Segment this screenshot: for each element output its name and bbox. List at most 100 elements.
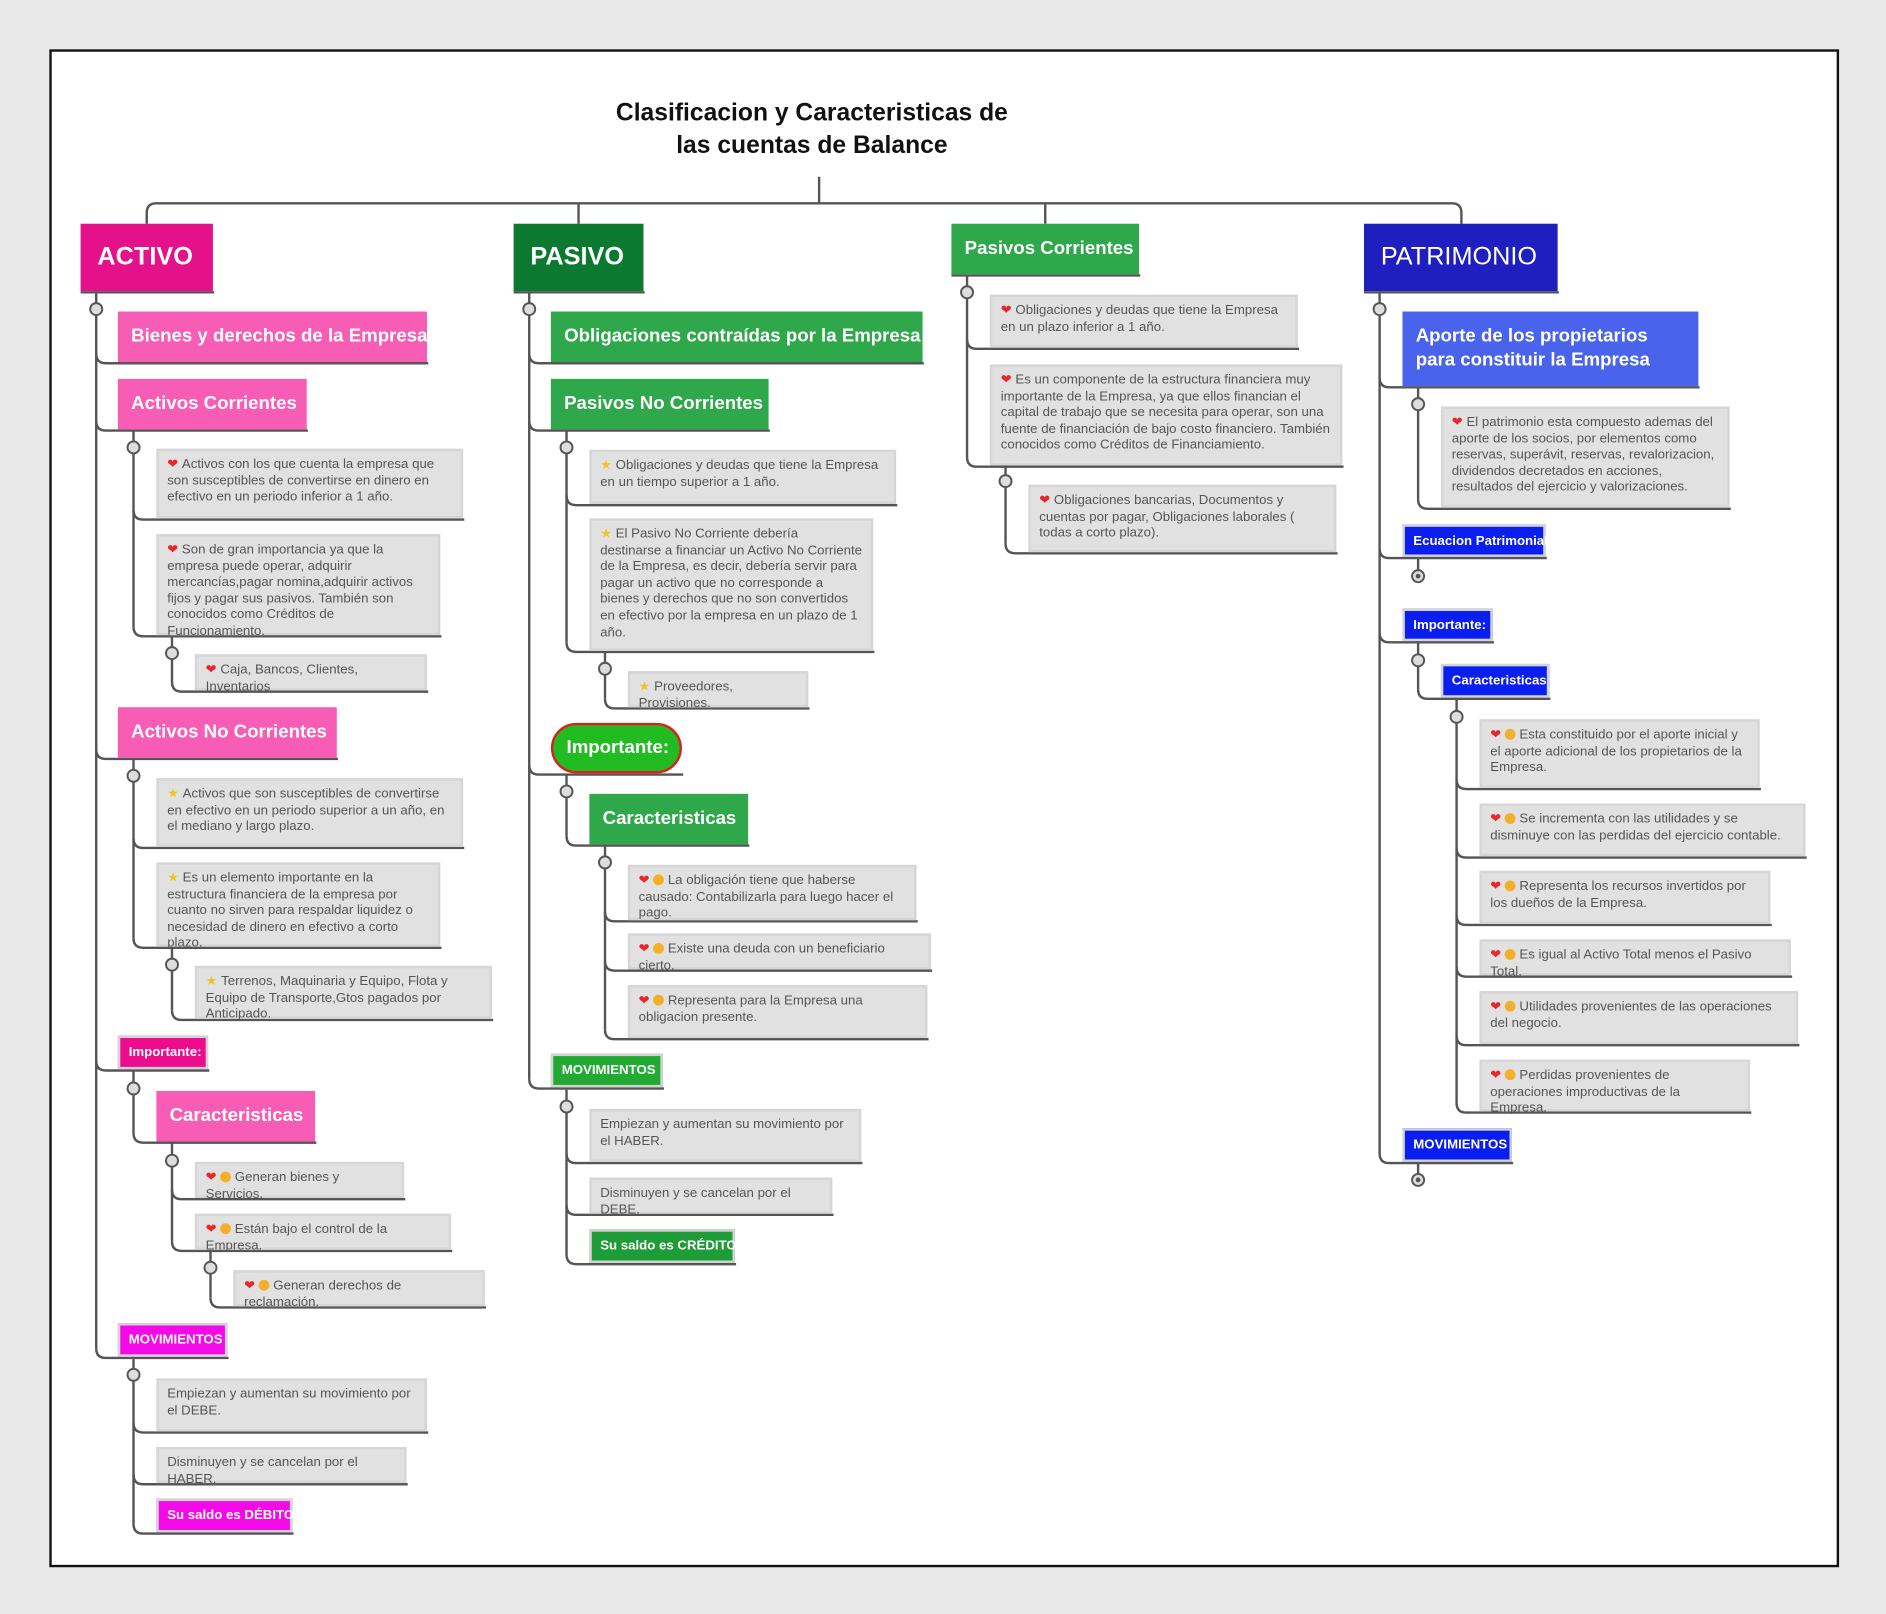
branch-toggle[interactable] (559, 784, 574, 799)
note[interactable]: ❤Representa para la Empresa una obligaci… (627, 985, 928, 1039)
branch-underline (170, 1010, 494, 1022)
topic-caracteristicas[interactable]: Caracteristicas (589, 793, 749, 845)
star-icon: ★ (205, 974, 218, 989)
note[interactable]: ❤Están bajo el control de la Empresa. (194, 1213, 452, 1253)
branch-toggle[interactable] (559, 1099, 574, 1114)
relieved-face-icon (1504, 1069, 1516, 1081)
note[interactable]: ❤Existe una deuda con un beneficiario ci… (627, 933, 931, 973)
note-text: Proveedores, Provisiones. (638, 679, 733, 711)
note[interactable]: Disminuyen y se cancelan por el DEBE. (589, 1177, 833, 1217)
branch-underline (132, 1523, 294, 1535)
topic-importante[interactable]: Importante: (117, 1035, 209, 1070)
relieved-face-icon (653, 994, 665, 1006)
topic-importante[interactable]: Importante: (1402, 608, 1493, 642)
note[interactable]: ❤El patrimonio esta compuesto ademas del… (1440, 406, 1730, 508)
topic-patrimonio[interactable]: PATRIMONIO (1363, 223, 1558, 292)
note-text: Empiezan y aumentan su movimiento por el… (167, 1386, 411, 1418)
note[interactable]: ❤Obligaciones y deudas que tiene la Empr… (989, 294, 1298, 348)
branch-toggle[interactable] (522, 302, 537, 317)
topic-activo[interactable]: ACTIVO (80, 223, 213, 292)
note[interactable]: ❤Es igual al Activo Total menos el Pasiv… (1479, 939, 1791, 979)
branch-toggle[interactable] (598, 661, 612, 676)
topic-bienes-derechos[interactable]: Bienes y derechos de la Empresa (117, 311, 427, 363)
topic-movimientos[interactable]: MOVIMIENTOS (550, 1053, 663, 1088)
topic-caracteristicas[interactable]: Caracteristicas (156, 1090, 316, 1142)
topic-activos-no-corrientes[interactable]: Activos No Corrientes (117, 707, 337, 758)
branch-toggle[interactable] (1372, 302, 1387, 317)
note[interactable]: ❤Caja, Bancos, Clientes, Inventarios (194, 654, 427, 694)
topic-obligaciones[interactable]: Obligaciones contraídas por la Empresa (550, 311, 923, 363)
branch-toggle[interactable] (1411, 397, 1426, 412)
branch-toggle[interactable] (126, 440, 141, 455)
note-text: Generan bienes y Servicios. (205, 1170, 340, 1202)
heart-icon: ❤ (1451, 414, 1463, 430)
relieved-face-icon (1504, 1000, 1516, 1012)
note[interactable]: ❤Generan bienes y Servicios. (194, 1161, 405, 1202)
branch-toggle[interactable] (126, 768, 141, 783)
note-text: Obligaciones y deudas que tiene la Empre… (1000, 303, 1279, 334)
note[interactable]: ★El Pasivo No Corriente debería destinar… (589, 518, 874, 651)
map-title[interactable]: Clasificacion y Caracteristicas de las c… (571, 96, 1052, 161)
note[interactable]: ❤Se incrementa con las utilidades y se d… (1479, 803, 1806, 857)
note[interactable]: ❤La obligación tiene que haberse causado… (627, 864, 917, 920)
branch-underline (209, 1297, 486, 1309)
note[interactable]: ★Terrenos, Maquinaria y Equipo, Flota y … (194, 965, 492, 1021)
branch-toggle[interactable] (165, 957, 179, 972)
topic-movimientos[interactable]: MOVIMIENTOS (117, 1323, 228, 1357)
topic-saldo-debito[interactable]: Su saldo es DÉBITO. (156, 1498, 298, 1533)
branch-toggle[interactable] (126, 1081, 141, 1096)
branch-toggle[interactable] (126, 1367, 141, 1382)
note[interactable]: ★Obligaciones y deudas que tiene la Empr… (589, 449, 897, 504)
branch-toggle[interactable] (165, 1153, 179, 1168)
branch-toggle[interactable] (89, 302, 104, 317)
branch-underline (1004, 543, 1338, 555)
branch-underline (965, 457, 1344, 468)
branch-underline (132, 626, 442, 638)
heart-icon: ❤ (1000, 303, 1012, 318)
note[interactable]: ❤Esta constituido por el aporte inicial … (1479, 719, 1760, 788)
branch-toggle[interactable] (998, 474, 1013, 489)
note[interactable]: ❤Perdidas provenientes de operaciones im… (1479, 1059, 1751, 1115)
note[interactable]: Empiezan y aumentan su movimiento por el… (156, 1378, 427, 1432)
topic-pasivos-corrientes[interactable]: Pasivos Corrientes (951, 223, 1140, 275)
topic-caracteristicas[interactable]: Caracteristicas (1440, 663, 1550, 698)
note-text: Obligaciones bancarias, Documentos y cue… (1039, 493, 1295, 541)
note[interactable]: ❤Representa los recursos invertidos por … (1479, 870, 1771, 924)
note-text: Están bajo el control de la Empresa. (205, 1222, 388, 1253)
note[interactable]: ❤Son de gran importancia ya que la empre… (156, 534, 441, 639)
branch-toggle[interactable] (960, 285, 975, 300)
note[interactable]: Empiezan y aumentan su movimiento por el… (589, 1108, 862, 1162)
note[interactable]: ❤Utilidades provenientes de las operacio… (1479, 991, 1799, 1045)
topic-ecuacion-patrimonial[interactable]: Ecuacion Patrimonial (1402, 524, 1548, 557)
note[interactable]: ❤Activos con los que cuenta la empresa q… (156, 448, 464, 519)
note[interactable]: ★Es un elemento importante en la estruct… (156, 862, 441, 951)
note[interactable]: ❤Generan derechos de reclamación. (233, 1270, 485, 1309)
note-text: Esta constituido por el aporte inicial y… (1490, 727, 1742, 775)
branch-toggle[interactable] (165, 646, 179, 661)
branch-underline (1416, 689, 1551, 701)
branch-toggle[interactable] (203, 1260, 218, 1275)
branch-underline (95, 1348, 229, 1360)
note[interactable]: ❤Es un componente de la estructura finan… (989, 364, 1343, 466)
topic-pasivos-no-corrientes[interactable]: Pasivos No Corrientes (550, 378, 769, 430)
note[interactable]: ★Activos que son susceptibles de convert… (156, 778, 464, 847)
note[interactable]: ❤Obligaciones bancarias, Documentos y cu… (1028, 484, 1337, 553)
topic-saldo-credito[interactable]: Su saldo es CRÉDITO. (589, 1229, 740, 1263)
branch-underline (603, 698, 810, 710)
relieved-face-icon (1504, 813, 1516, 824)
branch-toggle[interactable] (559, 440, 574, 455)
note[interactable]: Disminuyen y se cancelan por el HABER. (156, 1446, 407, 1486)
topic-aporte-propietarios[interactable]: Aporte de los propietarios para constitu… (1402, 311, 1699, 387)
topic-movimientos[interactable]: MOVIMIENTOS (1402, 1128, 1512, 1162)
note[interactable]: ★Proveedores, Provisiones. (627, 671, 809, 710)
heart-icon: ❤ (1490, 727, 1502, 743)
heart-icon: ❤ (638, 873, 650, 888)
branch-toggle[interactable] (1411, 653, 1426, 668)
topic-pasivo[interactable]: PASIVO (513, 223, 644, 292)
topic-activos-corrientes[interactable]: Activos Corrientes (117, 378, 307, 430)
relieved-face-icon (1504, 880, 1516, 892)
branch-toggle[interactable] (598, 855, 612, 870)
topic-importante[interactable]: Importante: (550, 722, 682, 774)
branch-toggle[interactable] (1449, 709, 1464, 724)
